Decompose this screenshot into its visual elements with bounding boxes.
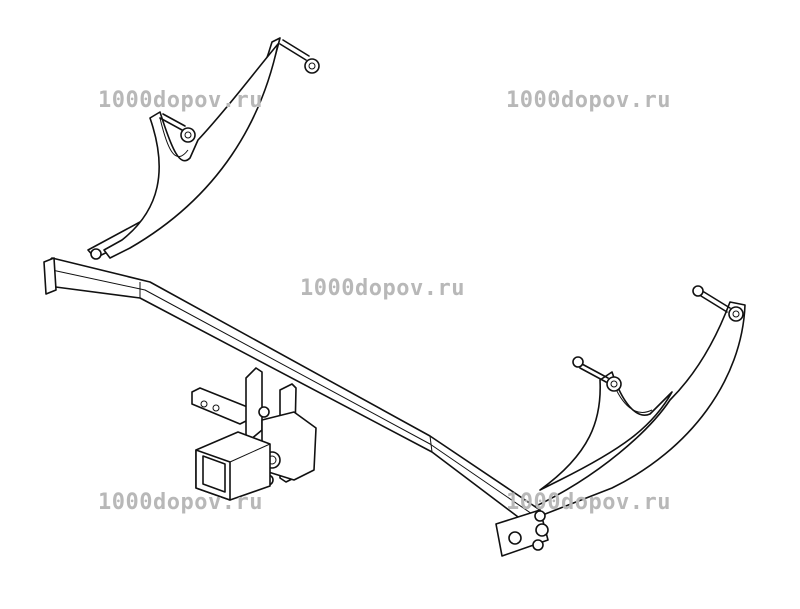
right-mounting-bracket — [531, 285, 746, 517]
cross-beam — [43, 257, 549, 557]
left-mounting-bracket — [87, 37, 320, 260]
hitch-receiver — [191, 367, 317, 501]
